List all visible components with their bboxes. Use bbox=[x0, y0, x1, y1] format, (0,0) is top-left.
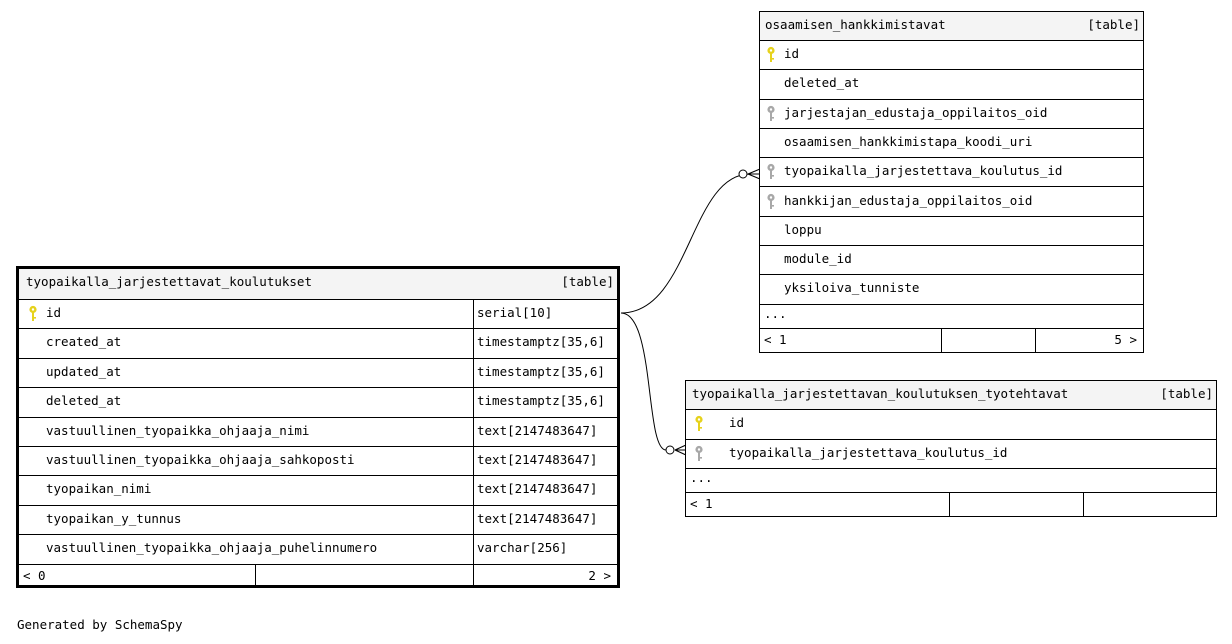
column-row[interactable]: tyopaikan_nimi text[2147483647] bbox=[19, 476, 617, 506]
column-row[interactable]: vastuullinen_tyopaikka_ohjaaja_nimi text[… bbox=[19, 417, 617, 447]
footer-children-count: < 1 bbox=[690, 496, 713, 511]
column-type: varchar[256] bbox=[477, 540, 568, 556]
column-row[interactable]: tyopaikan_y_tunnus text[2147483647] bbox=[19, 505, 617, 536]
table-tyopaikalla-jarjestettavat-koulutukset[interactable]: tyopaikalla_jarjestettavat_koulutukset [… bbox=[16, 266, 620, 588]
column-row[interactable]: vastuullinen_tyopaikka_ohjaaja_puhelinnu… bbox=[19, 535, 617, 565]
footer-children-count: < 0 bbox=[23, 568, 46, 583]
column-row[interactable]: module_id bbox=[760, 246, 1143, 276]
column-name: yksiloiva_tunniste bbox=[784, 280, 920, 296]
column-name: osaamisen_hankkimistapa_koodi_uri bbox=[784, 133, 1033, 149]
column-name: vastuullinen_tyopaikka_ohjaaja_sahkopost… bbox=[46, 452, 355, 467]
column-type: text[2147483647] bbox=[477, 452, 598, 467]
column-name: vastuullinen_tyopaikka_ohjaaja_puhelinnu… bbox=[46, 540, 378, 556]
foreign-key-icon bbox=[766, 163, 776, 181]
column-name: vastuullinen_tyopaikka_ohjaaja_nimi bbox=[46, 422, 310, 438]
column-name: tyopaikan_nimi bbox=[46, 481, 152, 497]
column-name: id bbox=[46, 305, 62, 320]
table-tag: [table] bbox=[1160, 386, 1213, 401]
column-type: timestamptz[35,6] bbox=[477, 363, 605, 379]
column-name: tyopaikalla_jarjestettava_koulutus_id bbox=[784, 163, 1063, 179]
table-header: osaamisen_hankkimistavat [table] bbox=[760, 12, 1143, 41]
more-columns-ellipsis: ... bbox=[764, 306, 787, 321]
table-tyotehtavat[interactable]: tyopaikalla_jarjestettavan_koulutuksen_t… bbox=[685, 380, 1217, 517]
edge-crowfoot bbox=[674, 444, 687, 456]
column-row[interactable]: deleted_at timestamptz[35,6] bbox=[19, 388, 617, 418]
column-row[interactable]: created_at timestamptz[35,6] bbox=[19, 329, 617, 359]
table-title: osaamisen_hankkimistavat bbox=[765, 17, 946, 32]
column-row[interactable]: jarjestajan_edustaja_oppilaitos_oid bbox=[760, 100, 1143, 129]
edge-main-to-osaamisen bbox=[620, 173, 751, 314]
table-footer: < 1 5 > bbox=[760, 329, 1143, 352]
column-name: hankkijan_edustaja_oppilaitos_oid bbox=[784, 192, 1033, 208]
foreign-key-icon bbox=[766, 193, 776, 211]
primary-key-icon bbox=[694, 415, 704, 433]
table-ellipsis-row: ... bbox=[686, 469, 1216, 493]
foreign-key-icon bbox=[766, 105, 776, 123]
more-columns-ellipsis: ... bbox=[690, 470, 713, 485]
edge-optional-circle bbox=[665, 445, 675, 455]
column-name: module_id bbox=[784, 251, 852, 267]
footer-parents-count: 5 > bbox=[1114, 332, 1137, 347]
column-row[interactable]: id bbox=[760, 41, 1143, 71]
column-name: jarjestajan_edustaja_oppilaitos_oid bbox=[784, 104, 1048, 120]
column-row[interactable]: id bbox=[686, 410, 1216, 440]
column-row[interactable]: deleted_at bbox=[760, 70, 1143, 100]
column-name: loppu bbox=[784, 221, 822, 237]
column-type: timestamptz[35,6] bbox=[477, 334, 605, 350]
table-header: tyopaikalla_jarjestettavan_koulutuksen_t… bbox=[686, 381, 1216, 410]
footer-parents-count: 2 > bbox=[588, 568, 611, 583]
generated-by-label: Generated by SchemaSpy bbox=[17, 617, 183, 632]
column-row[interactable]: tyopaikalla_jarjestettava_koulutus_id bbox=[686, 440, 1216, 469]
foreign-key-icon bbox=[694, 445, 704, 463]
column-type: text[2147483647] bbox=[477, 481, 598, 497]
column-type: serial[10] bbox=[477, 305, 553, 320]
primary-key-icon bbox=[28, 305, 38, 323]
column-name: tyopaikan_y_tunnus bbox=[46, 510, 182, 526]
table-osaamisen-hankkimistavat[interactable]: osaamisen_hankkimistavat [table] id delet… bbox=[759, 11, 1144, 353]
column-row[interactable]: tyopaikalla_jarjestettava_koulutus_id bbox=[760, 158, 1143, 188]
table-header: tyopaikalla_jarjestettavat_koulutukset [… bbox=[19, 269, 617, 300]
column-row[interactable]: vastuullinen_tyopaikka_ohjaaja_sahkopost… bbox=[19, 447, 617, 477]
footer-children-count: < 1 bbox=[764, 332, 787, 347]
column-type: text[2147483647] bbox=[477, 422, 598, 438]
column-type: text[2147483647] bbox=[477, 510, 598, 526]
table-title: tyopaikalla_jarjestettavat_koulutukset bbox=[26, 274, 312, 289]
column-type: timestamptz[35,6] bbox=[477, 393, 605, 409]
edge-crowfoot bbox=[747, 168, 761, 180]
primary-key-icon bbox=[766, 46, 776, 64]
table-footer: < 0 2 > bbox=[19, 565, 617, 585]
column-row[interactable]: updated_at timestamptz[35,6] bbox=[19, 358, 617, 389]
column-name: deleted_at bbox=[46, 393, 122, 409]
column-name: updated_at bbox=[46, 363, 122, 379]
column-row[interactable]: loppu bbox=[760, 217, 1143, 247]
column-row[interactable]: osaamisen_hankkimistapa_koodi_uri bbox=[760, 129, 1143, 159]
column-name: id bbox=[729, 415, 745, 430]
table-tag: [table] bbox=[1087, 17, 1140, 32]
table-title: tyopaikalla_jarjestettavan_koulutuksen_t… bbox=[692, 386, 1069, 401]
column-row[interactable]: yksiloiva_tunniste bbox=[760, 275, 1143, 305]
column-name: deleted_at bbox=[784, 75, 860, 91]
column-row[interactable]: hankkijan_edustaja_oppilaitos_oid bbox=[760, 188, 1143, 217]
column-name: id bbox=[784, 46, 800, 61]
table-tag: [table] bbox=[561, 274, 614, 289]
column-name: created_at bbox=[46, 334, 122, 350]
table-ellipsis-row: ... bbox=[760, 305, 1143, 329]
column-row[interactable]: id serial[10] bbox=[19, 300, 617, 330]
edge-main-to-tyotehtavat bbox=[620, 312, 667, 451]
table-footer: < 1 bbox=[686, 493, 1216, 516]
edge-optional-circle bbox=[738, 169, 748, 179]
column-name: tyopaikalla_jarjestettava_koulutus_id bbox=[729, 444, 1008, 460]
